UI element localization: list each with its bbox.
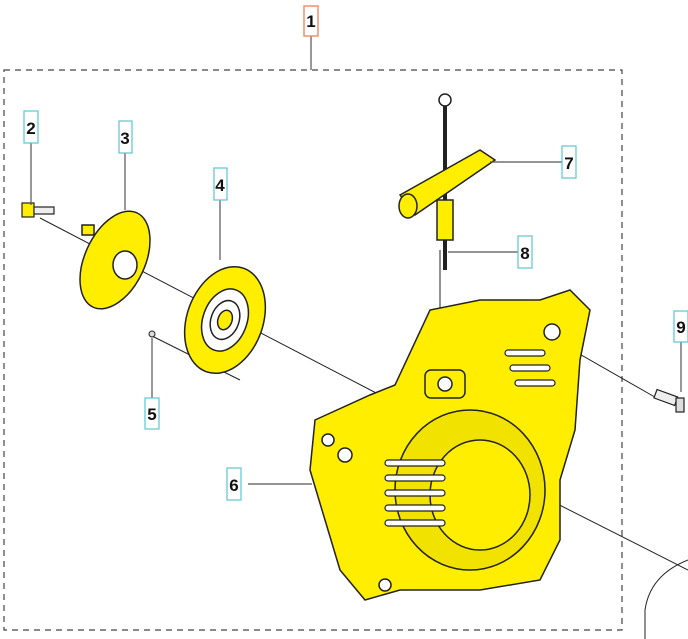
callout-label: 2 — [26, 119, 35, 138]
assembly-frame — [3, 69, 623, 631]
recoil-spring-part — [183, 265, 267, 375]
callout-8[interactable]: 8 — [517, 235, 533, 269]
callout-1[interactable]: 1 — [303, 5, 319, 37]
callout-7[interactable]: 7 — [561, 145, 577, 179]
pulley-part — [79, 210, 151, 310]
callout-label: 9 — [676, 318, 685, 337]
screw-part — [21, 202, 55, 218]
callout-6[interactable]: 6 — [226, 467, 242, 501]
callout-4[interactable]: 4 — [213, 167, 228, 201]
callout-9[interactable]: 9 — [673, 310, 688, 343]
leader-lines — [30, 36, 682, 485]
callout-label: 4 — [215, 176, 225, 195]
callout-label: 7 — [564, 154, 573, 173]
starter-housing-part — [309, 289, 591, 601]
callout-label: 1 — [306, 12, 315, 31]
bolt-part — [653, 388, 685, 413]
starter-handle-part — [398, 93, 497, 270]
callout-2[interactable]: 2 — [23, 110, 39, 144]
small-screw-part — [148, 330, 156, 338]
callout-label: 3 — [120, 129, 129, 148]
callout-label: 6 — [229, 476, 238, 495]
callout-3[interactable]: 3 — [118, 120, 133, 154]
callout-label: 8 — [520, 244, 529, 263]
callout-5[interactable]: 5 — [144, 397, 160, 430]
callout-label: 5 — [147, 405, 156, 424]
